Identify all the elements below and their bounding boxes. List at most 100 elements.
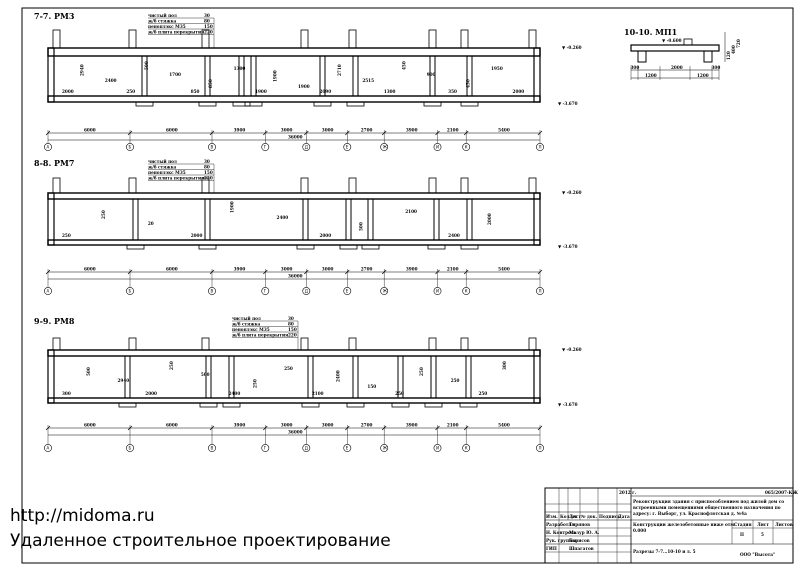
level-bottom: ▼ -3.670 — [558, 101, 578, 106]
layer-label: ж/б стяжка — [232, 322, 260, 327]
axis-bubble — [462, 444, 471, 452]
dimension-value: 3900 — [406, 267, 418, 272]
column-stub — [460, 337, 469, 351]
column-stub — [348, 29, 357, 49]
wall-left — [47, 349, 55, 404]
dimension-value: 6000 — [84, 128, 96, 133]
axis-bubble — [343, 143, 352, 151]
axis-label: А — [47, 289, 50, 294]
inner-dimension: 2940 — [79, 64, 84, 76]
axis-bubble — [462, 143, 471, 151]
inner-dimension: 1300 — [384, 89, 396, 94]
axis-bubble — [380, 287, 389, 295]
dimension-value: 6000 — [166, 267, 178, 272]
column-stub — [201, 337, 210, 351]
stamp-sheet-title-1: Конструкции железобетонные ниже отм. — [633, 522, 736, 527]
dimension-serif — [381, 425, 387, 431]
dimension-serif — [435, 130, 440, 136]
column-stub — [52, 337, 61, 351]
inner-dimension: 2515 — [362, 78, 374, 83]
base-slab — [47, 239, 541, 246]
stamp-role-name: Шпагатов — [569, 546, 594, 551]
inner-dimension: 2000 — [145, 391, 157, 396]
dimension-serif — [209, 130, 215, 136]
dimension-value: 3000 — [322, 267, 334, 272]
footing — [244, 101, 263, 107]
dimension-serif — [263, 130, 268, 136]
watermark: http://midoma.ru Удаленное строительное … — [10, 505, 530, 555]
inner-wall — [433, 198, 440, 241]
dimension-serif — [263, 269, 268, 275]
dimension-value: 6000 — [166, 423, 178, 428]
inner-dimension: 2000 — [513, 89, 525, 94]
axis-label: Ж — [383, 145, 388, 150]
axis-label: Б — [129, 289, 132, 294]
column-stub — [348, 337, 357, 351]
mp1-dimension-value: 1200 — [645, 73, 657, 78]
axis-label: Б — [129, 145, 132, 150]
dimension-value: 2100 — [447, 128, 459, 133]
stamp-frame — [544, 487, 794, 564]
section-title: 7-7. РМ3 — [34, 11, 75, 21]
layer-value: 30 — [204, 13, 210, 18]
footing — [301, 402, 320, 408]
column-stub — [428, 337, 437, 351]
axis-bubble — [208, 143, 216, 151]
column-stub — [201, 177, 210, 194]
column-stub — [52, 177, 61, 194]
axis-label: И — [436, 145, 439, 150]
inner-dimension: 500 — [358, 222, 363, 231]
wall-right — [533, 349, 541, 404]
mp1-level: ▼ -0.600 — [662, 38, 682, 43]
inner-wall — [204, 55, 211, 97]
level-bottom: ▼ -3.670 — [558, 402, 578, 407]
floor-slab — [47, 192, 541, 200]
dimension-serif — [45, 130, 51, 136]
dimension-value: 3900 — [234, 128, 246, 133]
axis-label: Д — [305, 446, 308, 451]
axis-label: Д — [305, 145, 308, 150]
axis-label: Е — [346, 446, 349, 451]
stamp-stage: П — [740, 532, 744, 537]
dimension-serif — [45, 269, 51, 275]
inner-dimension: 1300 — [234, 66, 246, 71]
inner-dimension: 2000 — [62, 89, 74, 94]
axis-label: И — [436, 446, 439, 451]
layer-label: ж/б стяжка — [148, 19, 176, 24]
footing — [424, 402, 443, 408]
dimension-value: 6000 — [84, 267, 96, 272]
inner-dimension: 250 — [451, 378, 460, 383]
watermark-url[interactable]: http://midoma.ru — [10, 506, 155, 526]
column-stub — [528, 177, 537, 194]
inner-dimension: 250 — [62, 233, 71, 238]
footing — [339, 244, 358, 250]
column-stub — [201, 29, 210, 49]
dimension-value: 2700 — [361, 423, 373, 428]
axis-label: В — [211, 446, 214, 451]
inner-dimension: 300 — [502, 361, 507, 370]
dimension-value: 2700 — [361, 128, 373, 133]
column-stub — [428, 177, 437, 194]
dimension-serif — [127, 130, 133, 136]
column-stub — [348, 177, 357, 194]
dimension-value: 6000 — [84, 423, 96, 428]
inner-wall — [466, 198, 473, 241]
mp1-beam — [703, 50, 713, 63]
column-stub — [128, 29, 137, 49]
layer-value: 30 — [288, 316, 294, 321]
axis-bubble — [433, 287, 442, 295]
layer-label: ж/б плита перекрытия — [232, 333, 288, 338]
mp1-dimension-value: 2000 — [671, 65, 683, 70]
dimension-value: 3000 — [322, 128, 334, 133]
inner-wall — [141, 55, 148, 97]
layer-label: чистый пол — [148, 159, 177, 164]
axis-bubble — [462, 287, 471, 295]
inner-dimension: 2090 — [319, 89, 331, 94]
stamp-role: ГИП — [546, 546, 557, 551]
dimension-value: 3900 — [234, 267, 246, 272]
inner-dimension: 1700 — [169, 72, 181, 77]
axis-label: К — [465, 145, 468, 150]
